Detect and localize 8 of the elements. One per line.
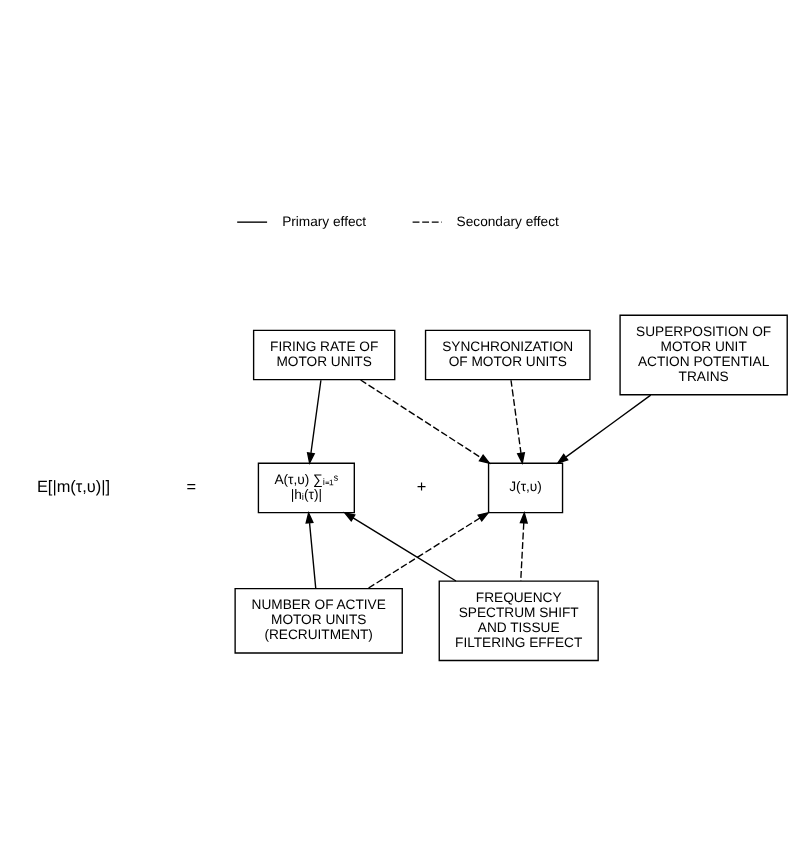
arrow xyxy=(343,510,457,581)
arrow xyxy=(519,510,529,581)
arrow xyxy=(305,510,317,589)
arrow xyxy=(510,378,526,464)
arrow xyxy=(556,393,652,464)
arrow xyxy=(306,378,322,464)
arrow xyxy=(359,378,492,464)
arrow xyxy=(367,510,490,589)
